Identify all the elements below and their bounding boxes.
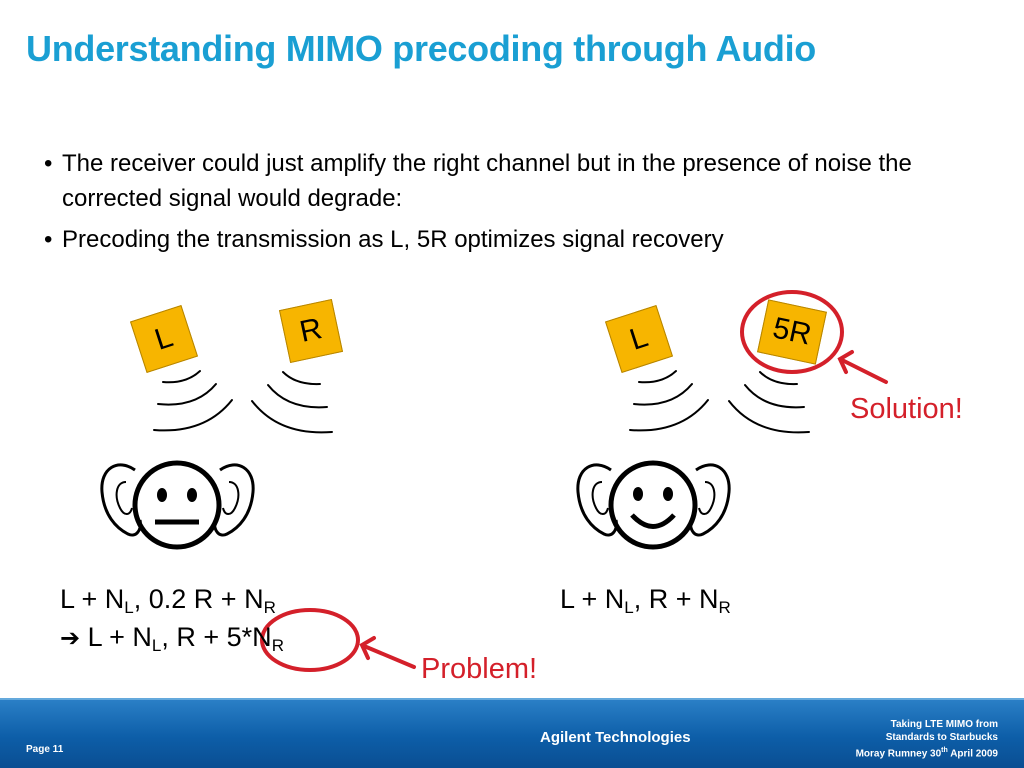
ear-icon (100, 463, 142, 537)
footer-bar (0, 700, 1024, 768)
sound-waves-icon (251, 371, 333, 434)
smiley-face-icon (608, 460, 698, 550)
formula-sub: L (624, 598, 634, 617)
formula-precoded: L + NL, R + NR (560, 584, 731, 618)
formula-text: , 0.2 R + N (133, 584, 264, 614)
formula-sub: R (271, 636, 284, 655)
formula-sub: L (151, 636, 162, 655)
formula-text: L + N (60, 584, 125, 614)
arrow-icon (359, 636, 416, 669)
formula-received: L + NL, 0.2 R + NR (60, 584, 276, 618)
bullet-list: The receiver could just amplify the righ… (44, 146, 944, 257)
formula-sub: R (718, 598, 731, 617)
formula-text: , R + 5*N (161, 622, 272, 652)
slide-title: Understanding MIMO precoding through Aud… (26, 28, 816, 69)
footer-info-line: Moray Rumney 30th April 2009 (856, 744, 998, 760)
solution-label: Solution! (850, 393, 963, 425)
formula-sub: R (263, 598, 276, 617)
formula-text: L + N (87, 622, 152, 652)
ear-icon (576, 463, 618, 537)
right-arrow-icon: ➔ (60, 624, 81, 652)
footer-author: Moray Rumney 30 (855, 748, 942, 760)
ear-icon (213, 463, 255, 537)
ear-icon (689, 463, 731, 537)
company-name: Agilent Technologies (540, 729, 691, 746)
footer-info-line: Standards to Starbucks (885, 732, 998, 743)
formula-text: L + N (560, 584, 625, 614)
highlight-circle (260, 608, 360, 672)
footer-date: April 2009 (947, 748, 998, 760)
arrow-icon (837, 350, 888, 384)
sound-waves-icon (629, 370, 709, 432)
footer-info: Taking LTE MIMO from Standards to Starbu… (856, 718, 998, 760)
footer-date-sup: th (941, 747, 948, 754)
sound-waves-icon (153, 370, 233, 432)
bullet-item: The receiver could just amplify the righ… (44, 146, 944, 216)
sound-waves-icon (728, 371, 810, 434)
page-number: Page 11 (26, 744, 64, 755)
neutral-face-icon (132, 460, 222, 550)
formula-corrected: ➔ L + NL, R + 5*NR (60, 622, 284, 656)
footer-info-line: Taking LTE MIMO from (890, 719, 998, 730)
footer-divider (0, 698, 1024, 701)
formula-text: , R + N (633, 584, 719, 614)
problem-label: Problem! (421, 653, 538, 685)
formula-sub: L (124, 598, 134, 617)
highlight-circle (740, 290, 844, 374)
bullet-item: Precoding the transmission as L, 5R opti… (44, 222, 944, 257)
